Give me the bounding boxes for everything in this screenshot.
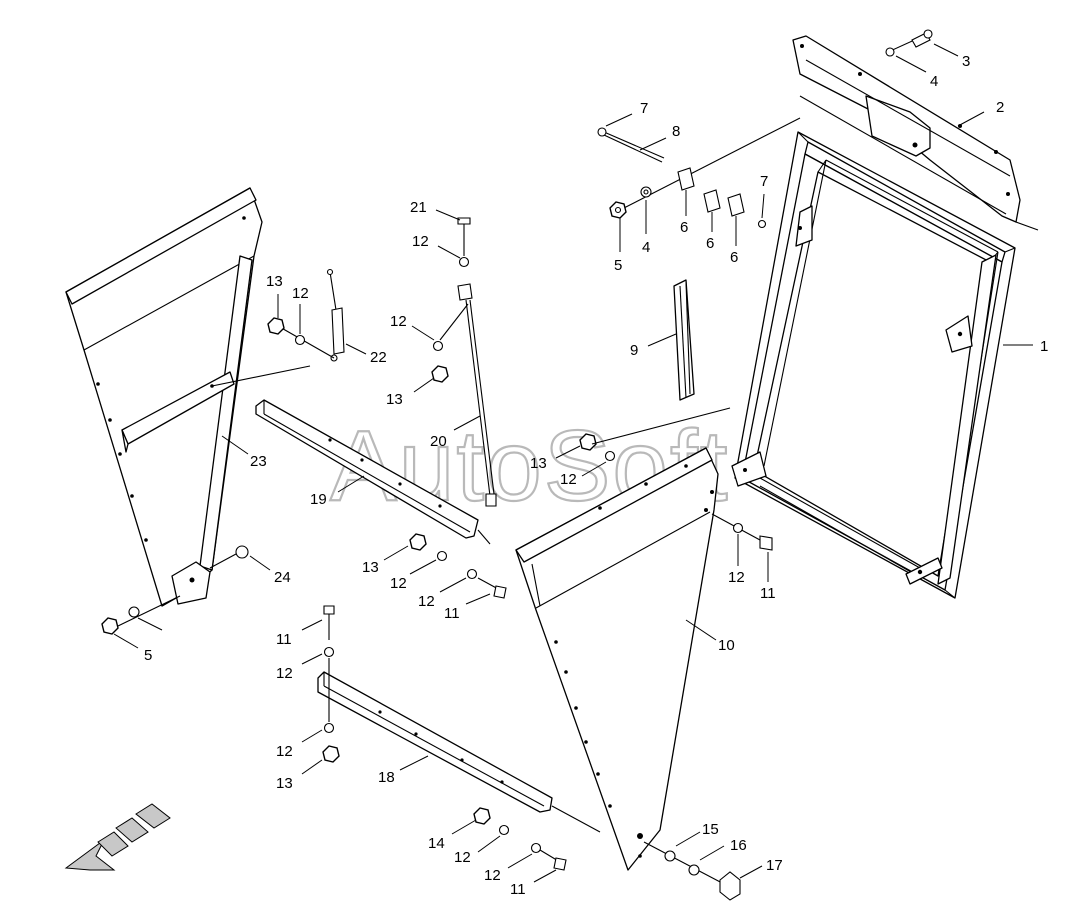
hardware-middle-cluster xyxy=(409,533,507,599)
callout: 12 xyxy=(560,471,577,488)
callout: 13 xyxy=(266,273,283,290)
callout: 11 xyxy=(444,605,460,622)
callout: 12 xyxy=(390,313,407,330)
callout: 12 xyxy=(418,593,435,610)
callout: 11 xyxy=(760,585,776,602)
callout: 12 xyxy=(454,849,471,866)
part-22-left-panel xyxy=(65,187,311,607)
callout: 13 xyxy=(386,391,403,408)
hardware-bottom-right xyxy=(643,841,741,901)
callout: 16 xyxy=(730,837,747,854)
hardware-panel-right xyxy=(711,513,773,551)
callout: 19 xyxy=(310,491,327,508)
callout: 3 xyxy=(962,53,970,70)
callout: 4 xyxy=(642,239,650,256)
callout: 14 xyxy=(428,835,445,852)
callout: 9 xyxy=(630,342,638,359)
callout: 7 xyxy=(760,173,768,190)
callout: 1 xyxy=(1040,338,1048,355)
callout: 12 xyxy=(484,867,501,884)
hardware-4-washer xyxy=(885,47,895,57)
callout: 20 xyxy=(430,433,447,450)
callout: 23 xyxy=(250,453,267,470)
callout: 22 xyxy=(370,349,387,366)
part-1-frame xyxy=(731,131,1016,599)
callout: 24 xyxy=(274,569,291,586)
callout: 17 xyxy=(766,857,783,874)
callout: 4 xyxy=(930,73,938,90)
callout: 8 xyxy=(672,123,680,140)
part-18-cross-member xyxy=(255,399,491,545)
callout: 6 xyxy=(706,235,714,252)
callout: 12 xyxy=(412,233,429,250)
callout-labels: 1 2 3 4 4 5 5 6 6 6 7 7 8 9 10 11 11 11 … xyxy=(144,53,1048,898)
direction-arrow-icon xyxy=(64,803,171,871)
hinge-assembly xyxy=(597,117,801,229)
callout: 2 xyxy=(996,99,1004,116)
hardware-frame-cluster xyxy=(579,407,731,462)
callout: 11 xyxy=(276,631,292,648)
callout: 15 xyxy=(702,821,719,838)
callout: 10 xyxy=(718,637,735,654)
hardware-3-screw xyxy=(887,29,933,53)
callout: 18 xyxy=(378,769,395,786)
part-2-top-bracket xyxy=(792,35,1039,231)
callout: 13 xyxy=(362,559,379,576)
callout: 6 xyxy=(680,219,688,236)
callout: 13 xyxy=(276,775,293,792)
part-21-strut xyxy=(267,268,345,362)
part-9-channel xyxy=(673,279,695,401)
part-10-side-panel xyxy=(515,447,719,871)
callout: 12 xyxy=(276,665,293,682)
callout: 12 xyxy=(390,575,407,592)
callout: 21 xyxy=(410,199,427,216)
part-19-strut xyxy=(431,217,497,507)
callout: 12 xyxy=(728,569,745,586)
callout: 7 xyxy=(640,100,648,117)
part-17-cross-member xyxy=(317,671,601,833)
callout: 5 xyxy=(614,257,622,274)
callout: 12 xyxy=(292,285,309,302)
callout: 11 xyxy=(510,881,526,898)
callout: 6 xyxy=(730,249,738,266)
hardware-vertical-stack xyxy=(322,605,340,763)
callout: 13 xyxy=(530,455,547,472)
hardware-left-lower xyxy=(101,545,249,635)
callout: 5 xyxy=(144,647,152,664)
callout: 12 xyxy=(276,743,293,760)
hardware-bottom-cluster xyxy=(473,807,567,871)
